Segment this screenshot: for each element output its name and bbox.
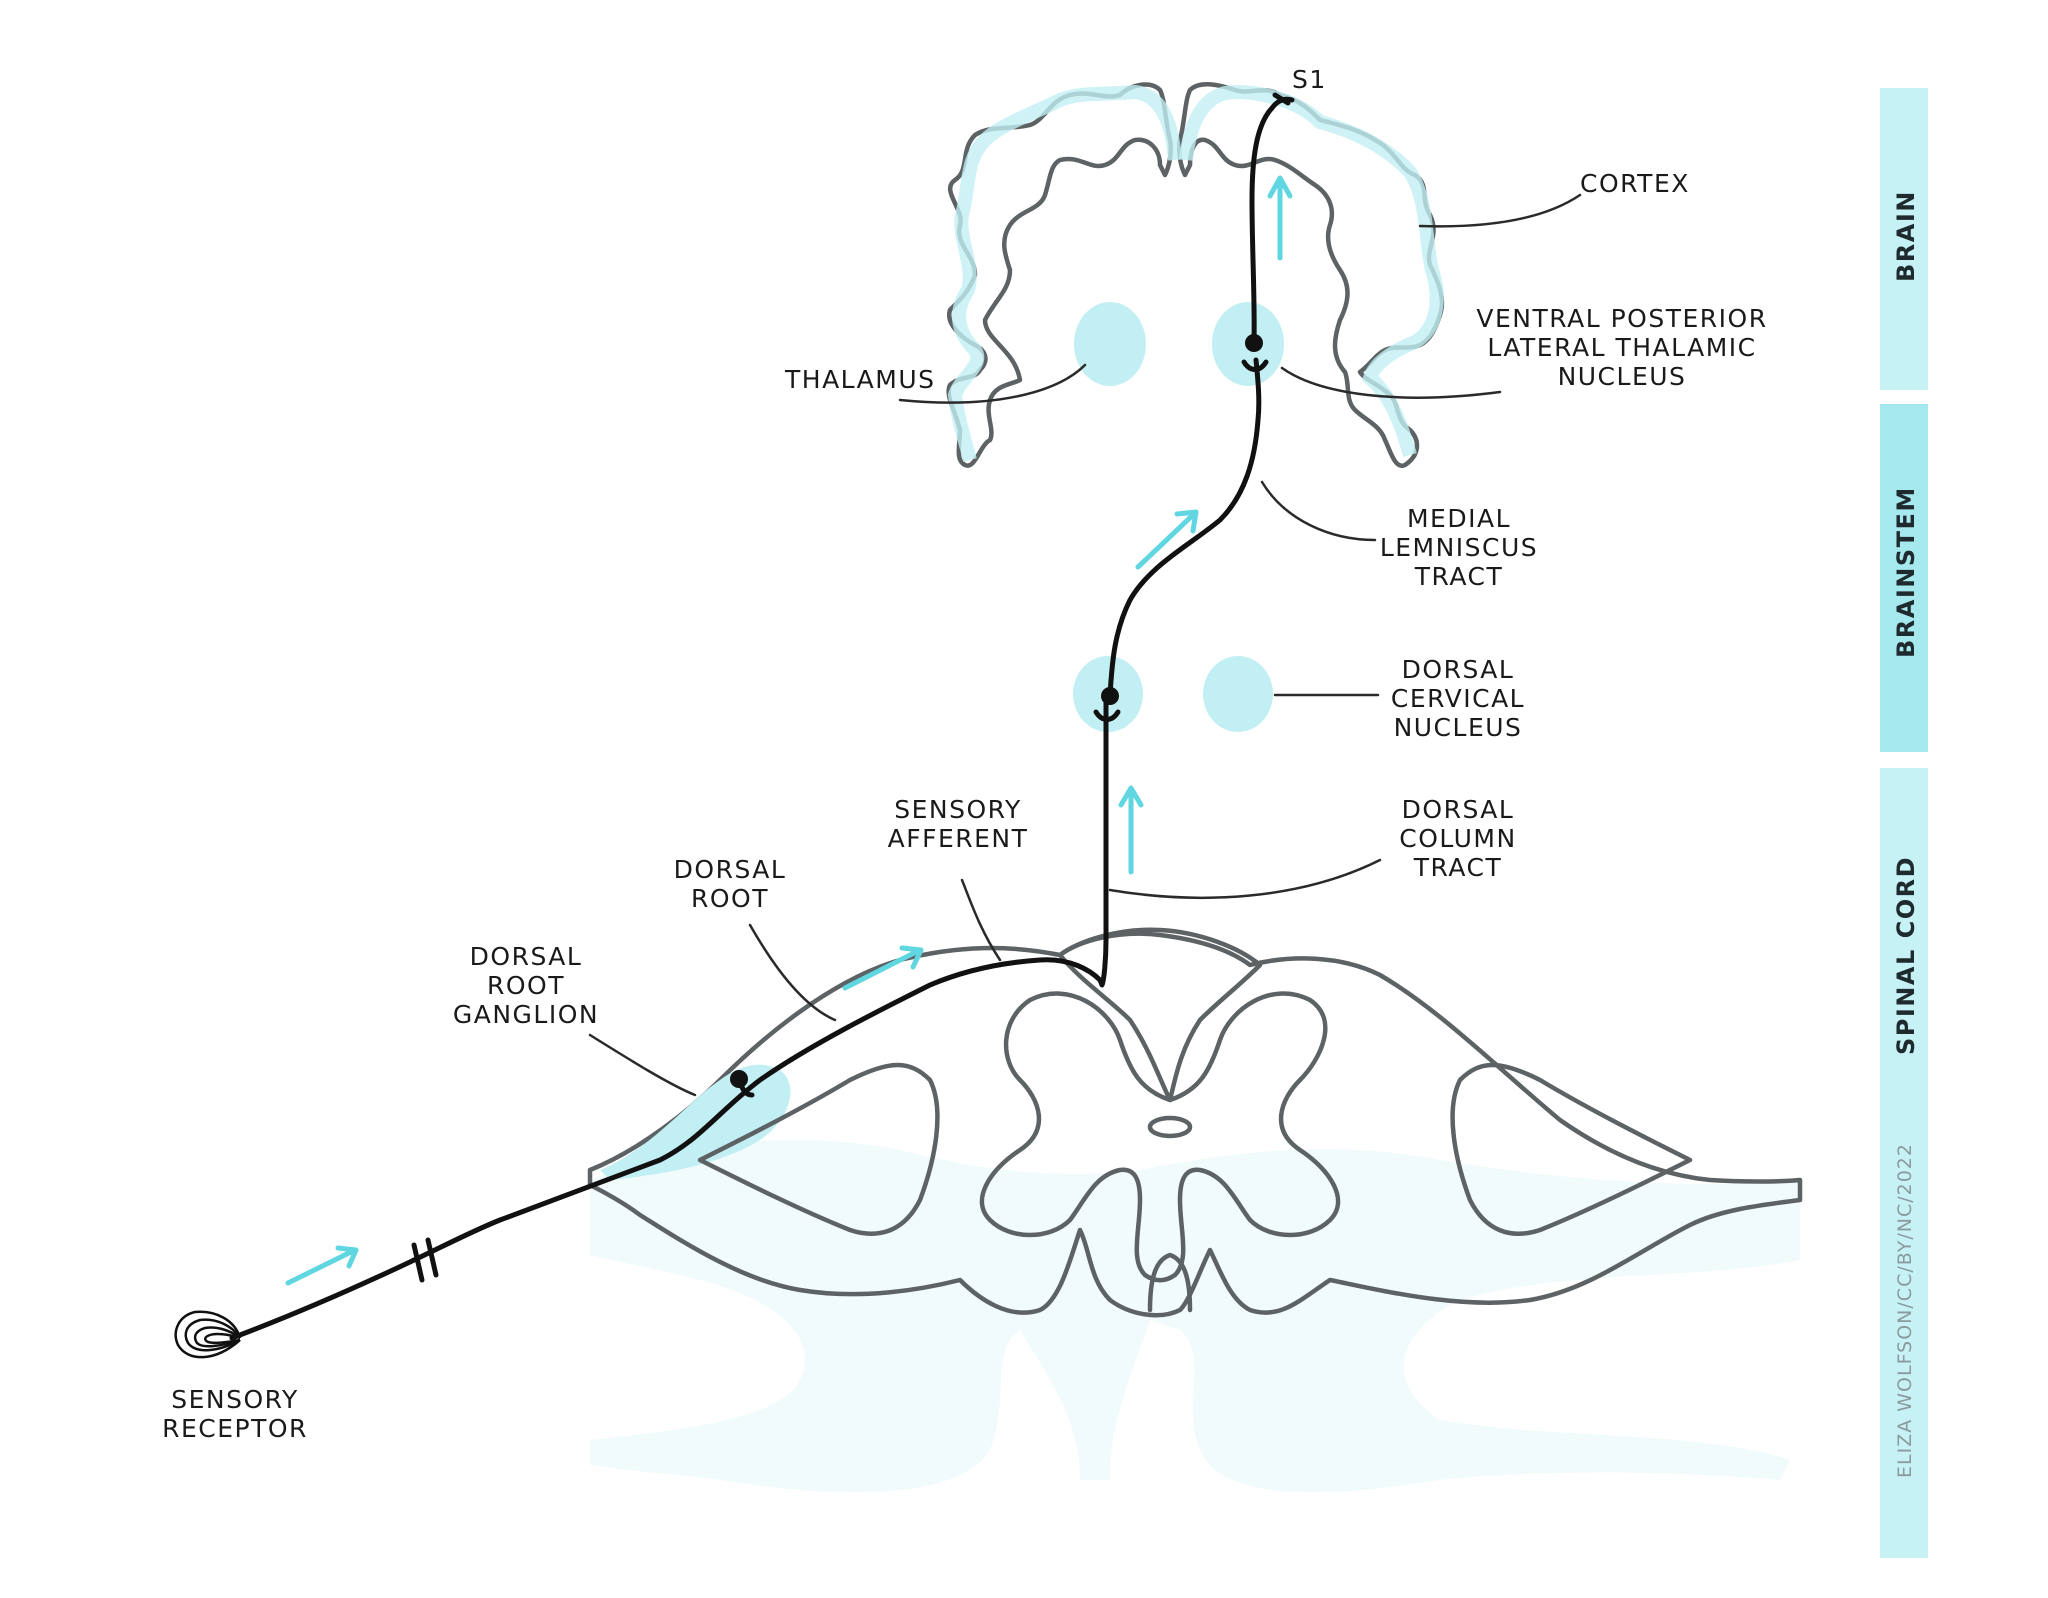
- label-vpl-2: LATERAL THALAMIC: [1487, 333, 1756, 362]
- arrow-dorsal-column: [1118, 785, 1144, 875]
- s1-terminal: [1272, 92, 1291, 106]
- sensory-receptor: [174, 1310, 242, 1359]
- spinal-cord: [587, 927, 1803, 1318]
- gray-matter: [979, 991, 1341, 1283]
- label-drg-3: GANGLION: [453, 1000, 599, 1029]
- left-lateral-hollow: [697, 1062, 940, 1236]
- third-order-axon: [1249, 96, 1295, 346]
- arrow-lemniscus: [1135, 509, 1199, 570]
- leader-dorsal-column: [1108, 858, 1382, 899]
- sidebar-credit: ELIZA WOLFSON/CC/BY/NC/2022: [1894, 1143, 1916, 1478]
- synapse-dcn: [1093, 709, 1121, 722]
- label-rec-1: SENSORY: [171, 1385, 298, 1414]
- label-vpl-1: VENTRAL POSTERIOR: [1476, 304, 1767, 333]
- left-thalamus: [1074, 302, 1146, 386]
- ventral-fissure: [1147, 1252, 1193, 1313]
- leader-thalamus: [898, 363, 1087, 404]
- label-dct-1: DORSAL: [1402, 795, 1515, 824]
- label-vpl-3: NUCLEUS: [1558, 362, 1687, 391]
- neuron-pathway: [174, 92, 1295, 1359]
- label-drg-2: ROOT: [487, 971, 565, 1000]
- brain: [946, 82, 1445, 468]
- label-ml-1: MEDIAL: [1407, 504, 1511, 533]
- label-rec-2: RECEPTOR: [162, 1414, 308, 1443]
- arrow-dorsal-root: [842, 945, 924, 991]
- label-dct-2: COLUMN: [1399, 824, 1516, 853]
- label-dcn-1: DORSAL: [1402, 655, 1515, 684]
- dorsal-columns: [1057, 927, 1263, 1103]
- leader-drg: [588, 1033, 697, 1097]
- label-dcn-3: NUCLEUS: [1394, 713, 1523, 742]
- first-order-axon: [229, 697, 1109, 1341]
- right-lateral-hollow: [1450, 1062, 1693, 1236]
- central-canal: [1147, 1115, 1193, 1139]
- leader-lemniscus: [1260, 480, 1377, 542]
- sidebar-label-brain: BRAIN: [1892, 190, 1920, 282]
- leader-cortex: [1418, 193, 1582, 228]
- region-sidebar: BRAIN BRAINSTEM SPINAL CORD ELIZA WOLFSO…: [1880, 88, 1928, 1558]
- drg-cell-stalk: [736, 1076, 755, 1098]
- cortex-rim-right: [1179, 84, 1444, 457]
- right-hemisphere: [1176, 82, 1445, 468]
- labels: S1 CORTEX THALAMUS VENTRAL POSTERIOR LAT…: [162, 65, 1767, 1443]
- axon-break-2: [425, 1237, 439, 1278]
- arrow-receptor: [285, 1245, 359, 1286]
- leader-vpl: [1280, 366, 1502, 399]
- leader-afferent: [960, 878, 1002, 962]
- label-dr-1: DORSAL: [674, 855, 787, 884]
- label-cortex: CORTEX: [1580, 169, 1690, 198]
- cortex-rim: [947, 84, 1182, 462]
- right-dorsal-cervical-nucleus: [1203, 656, 1273, 732]
- label-thalamus: THALAMUS: [784, 365, 936, 394]
- leader-dorsal-root: [748, 923, 837, 1022]
- sidebar-spinal: [1880, 768, 1928, 1558]
- leader-lines: [588, 193, 1582, 1097]
- label-dct-3: TRACT: [1413, 853, 1503, 882]
- label-dcn-2: CERVICAL: [1391, 684, 1525, 713]
- sidebar-label-spinal: SPINAL CORD: [1892, 856, 1920, 1055]
- arrow-cortex: [1267, 175, 1293, 261]
- label-ml-2: LEMNISCUS: [1380, 533, 1538, 562]
- second-order-axon: [1107, 357, 1262, 699]
- label-dr-2: ROOT: [691, 884, 769, 913]
- label-drg-1: DORSAL: [470, 942, 583, 971]
- label-sa-2: AFFERENT: [888, 824, 1029, 853]
- sidebar-brain: [1880, 88, 1928, 390]
- direction-arrows: [285, 175, 1293, 1286]
- sidebar-brainstem: [1880, 404, 1928, 752]
- sidebar-label-brainstem: BRAINSTEM: [1892, 486, 1920, 658]
- label-ml-3: TRACT: [1414, 562, 1504, 591]
- label-sa-1: SENSORY: [894, 795, 1021, 824]
- axon-break-1: [411, 1242, 425, 1283]
- label-s1: S1: [1292, 65, 1327, 94]
- synapse-vpl: [1241, 359, 1269, 372]
